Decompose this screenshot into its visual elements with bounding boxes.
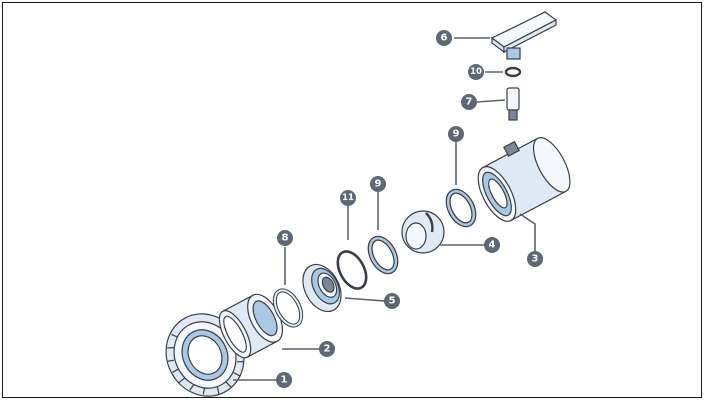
callout-9-lower: 9	[370, 176, 386, 192]
part-seat-ring-upper	[445, 188, 477, 228]
part-valve-body	[477, 137, 571, 222]
part-seat-carrier	[302, 263, 342, 313]
svg-text:3: 3	[532, 254, 539, 265]
callout-7: 7	[461, 94, 477, 110]
part-stem	[506, 87, 520, 121]
callout-11: 11	[340, 190, 356, 206]
part-o-ring-11	[336, 250, 368, 290]
part-handle	[490, 11, 558, 60]
svg-text:10: 10	[470, 67, 482, 77]
svg-text:6: 6	[441, 33, 448, 44]
svg-text:8: 8	[282, 233, 289, 244]
callout-9-upper: 9	[448, 126, 464, 142]
svg-text:4: 4	[489, 240, 496, 251]
svg-text:11: 11	[342, 193, 354, 203]
leader-lines	[233, 37, 536, 381]
callout-8: 8	[277, 230, 293, 246]
svg-text:5: 5	[389, 296, 396, 307]
svg-text:9: 9	[453, 129, 460, 140]
part-o-ring-10	[504, 66, 522, 78]
part-end-connector	[218, 293, 284, 359]
svg-text:2: 2	[324, 344, 331, 355]
part-ball	[401, 210, 445, 254]
svg-text:7: 7	[466, 97, 473, 108]
svg-text:9: 9	[375, 179, 382, 190]
callout-3: 3	[527, 251, 543, 267]
callout-1: 1	[276, 372, 292, 388]
callout-5: 5	[384, 293, 400, 309]
callout-2: 2	[319, 341, 335, 357]
callout-4: 4	[484, 237, 500, 253]
svg-text:1: 1	[281, 375, 288, 386]
part-o-ring-8	[272, 288, 304, 328]
part-seat-ring-lower	[367, 235, 399, 275]
callout-6: 6	[436, 30, 452, 46]
callout-10: 10	[468, 64, 484, 80]
